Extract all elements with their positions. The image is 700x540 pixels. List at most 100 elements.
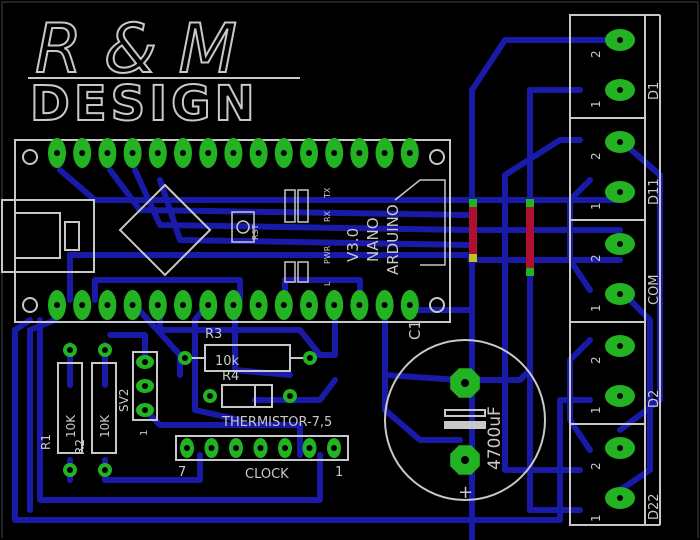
pad-drill-hole: [617, 189, 623, 195]
terminal-pin2-label: 2: [589, 462, 603, 470]
pad-drill-hole: [331, 445, 337, 451]
pad-drill-hole: [129, 150, 136, 156]
pad-drill-hole: [142, 407, 148, 413]
logo-design-text: DESIGN: [30, 76, 259, 132]
led-label-pwr: PWR: [323, 245, 332, 264]
pad-drill-hole: [406, 150, 413, 156]
pad-drill-hole: [461, 456, 469, 464]
arduino-version: V3.0: [344, 228, 362, 262]
sv2-label: SV2: [117, 389, 131, 412]
r3-label: R3: [205, 327, 222, 342]
reset-label: RST: [251, 224, 260, 240]
clock-header-outline: [175, 435, 349, 461]
led-label-tx: TX: [323, 187, 332, 199]
led-outline: [297, 189, 309, 223]
c1-plus-icon: +: [458, 482, 473, 503]
r3-value: 10k: [215, 354, 240, 369]
r2-label: R2: [73, 439, 87, 455]
led-label-rx: RX: [323, 210, 332, 222]
pad-drill-hole: [205, 150, 212, 156]
pad-drill-hole: [331, 302, 338, 308]
pad-drill-hole: [154, 150, 161, 156]
pad-drill-hole: [306, 302, 312, 308]
c1-outline: [384, 339, 546, 501]
terminal-pin1-label: 1: [589, 100, 603, 108]
pad-drill-hole: [79, 150, 86, 156]
terminal-d11-name: D11: [647, 178, 662, 205]
pad-drill-hole: [255, 150, 262, 156]
pad-drill-hole: [54, 150, 60, 156]
pad-drill-hole: [102, 347, 108, 353]
pad-drill-hole: [104, 150, 111, 156]
terminal-pin1-label: 1: [589, 406, 603, 414]
pad-drill-hole: [381, 302, 388, 308]
pad-drill-hole: [280, 150, 287, 156]
terminal-strip-outline: [569, 14, 646, 526]
jumpers: [469, 202, 534, 272]
led-outline: [297, 261, 309, 283]
pad-drill-hole: [617, 291, 623, 297]
pad-drill-hole: [67, 347, 73, 353]
jumper-pad: [469, 199, 477, 207]
terminal-pin2-label: 2: [589, 356, 603, 364]
jumper-wire: [469, 202, 477, 258]
capacitor-c1: + C1 4700uF: [384, 320, 546, 503]
pad-drill-hole: [617, 343, 623, 349]
terminal-pin1-label: 1: [589, 202, 603, 210]
r2-body: [91, 362, 117, 454]
pad-drill-hole: [104, 302, 111, 308]
rm-design-logo: R & M DESIGN: [28, 9, 300, 133]
r1-body: [57, 362, 83, 454]
pad-drill-hole: [282, 445, 288, 451]
mount-hole: [429, 297, 445, 313]
terminal-blocks: D1 D11 COM D2 D22 1 2 1 2 1 2 1 2 1 2: [569, 14, 662, 526]
usb-port-icon: [14, 212, 61, 259]
c1-plate: [444, 421, 486, 429]
mount-hole: [22, 297, 38, 313]
r4-label: R4: [222, 369, 239, 384]
sv2-pin1-label: 1: [139, 430, 150, 436]
pad-drill-hole: [461, 379, 469, 387]
jumper-wire: [526, 202, 534, 272]
sv2-header: SV2 1: [117, 351, 158, 436]
pad-drill-hole: [142, 383, 148, 389]
led-label-l: L: [323, 281, 332, 286]
clock-pin-right: 1: [335, 465, 343, 480]
pad-drill-hole: [617, 241, 623, 247]
pad-drill-hole: [154, 302, 161, 308]
r1-label: R1: [39, 434, 53, 450]
pad-drill-hole: [331, 150, 338, 156]
reset-button-outline: [231, 211, 255, 243]
jumper-pad: [526, 268, 534, 276]
thermistor-r4: R4 THERMISTOR-7,5: [221, 369, 332, 430]
pad-drill-hole: [205, 302, 212, 308]
pads: [48, 29, 635, 509]
pad-drill-hole: [287, 393, 293, 399]
pad-drill-hole: [617, 87, 623, 93]
pad-drill-hole: [230, 302, 237, 308]
pad-drill-hole: [306, 150, 312, 156]
r2-value: 10K: [98, 414, 112, 438]
reset-button-icon: [236, 220, 250, 234]
pad-drill-hole: [79, 302, 86, 308]
arduino-model: NANO: [364, 217, 382, 262]
pad-drill-hole: [142, 359, 148, 365]
terminal-d22-name: D22: [647, 493, 662, 520]
thermistor-label: THERMISTOR-7,5: [221, 415, 332, 430]
terminal-pin2-label: 2: [589, 152, 603, 160]
clock-label: CLOCK: [245, 467, 289, 482]
pad-drill-hole: [255, 302, 262, 308]
pad-drill-hole: [406, 302, 413, 308]
arduino-nano-footprint: RST L PWR RX TX V3.0 NANO ARDUINO: [1, 139, 451, 323]
logo-rm-text: R & M: [35, 10, 237, 89]
mount-hole: [429, 149, 445, 165]
c1-value: 4700uF: [485, 406, 505, 470]
pad-drill-hole: [184, 445, 190, 451]
pad-drill-hole: [617, 495, 623, 501]
pad-drill-hole: [180, 302, 186, 308]
pad-drill-hole: [230, 150, 237, 156]
pad-drill-hole: [233, 445, 239, 451]
terminal-d1-name: D1: [647, 82, 662, 100]
mcu-chip-outline: [118, 183, 212, 277]
